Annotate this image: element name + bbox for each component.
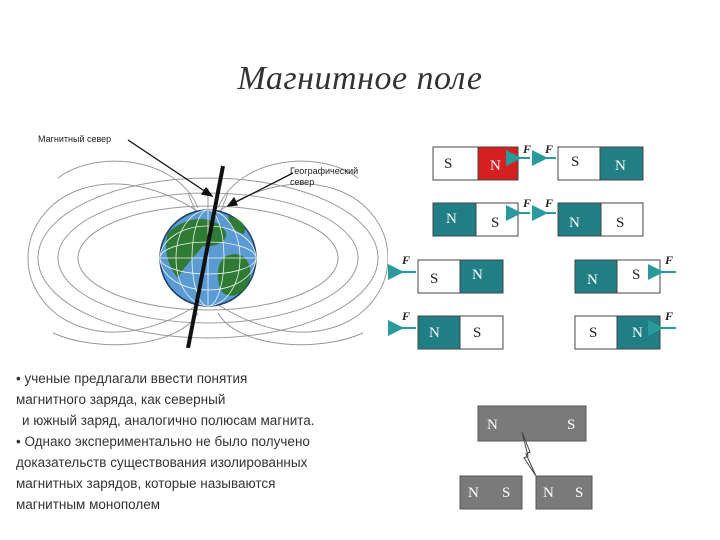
label-geographic-north-line1: Географический xyxy=(290,166,358,176)
globe xyxy=(159,209,257,307)
bullet-text: • ученые предлагали ввести понятия магни… xyxy=(16,368,386,515)
bullet-line: магнитным монополем xyxy=(16,497,161,512)
magnetic-axis xyxy=(186,165,225,348)
pole-label: N xyxy=(587,272,598,288)
pole-label: N xyxy=(472,267,483,283)
force-label: F xyxy=(401,309,410,323)
magnet-pole-s xyxy=(574,315,618,350)
bullet-line: доказательств существования изолированны… xyxy=(16,455,308,470)
pole-label: S xyxy=(571,154,579,170)
magnet-pole-s xyxy=(432,146,479,181)
earth-field-diagram: Магнитный север Географический север xyxy=(27,134,388,348)
magnet-pole-n xyxy=(417,315,461,350)
magnet-pole-s xyxy=(417,259,461,294)
broken-magnet-halves: N S N S xyxy=(459,475,593,510)
pole-label: S xyxy=(567,417,575,433)
pole-label: S xyxy=(589,325,597,341)
force-label: F xyxy=(401,253,410,267)
pole-label: S xyxy=(491,215,499,231)
pole-label: S xyxy=(632,267,640,283)
magnet-bar xyxy=(459,475,523,510)
magnet-pair-4: N S S N F F xyxy=(388,309,676,350)
pole-label: S xyxy=(444,156,452,172)
magnet-bar xyxy=(535,475,593,510)
magnet-pole-n xyxy=(574,259,618,294)
pole-label: S xyxy=(616,215,624,231)
label-magnetic-north: Магнитный север xyxy=(38,134,111,144)
pole-label: S xyxy=(430,271,438,287)
magnet-pair-3: S N N S F F xyxy=(388,253,676,294)
magnet-pole-s xyxy=(557,146,601,181)
force-label: F xyxy=(544,142,553,156)
bullet-line: и южный заряд, аналогично полюсам магнит… xyxy=(22,413,315,428)
pole-label: S xyxy=(502,485,510,501)
pole-label: N xyxy=(490,158,501,174)
pole-label: N xyxy=(569,215,580,231)
force-label: F xyxy=(664,253,673,267)
pole-label: N xyxy=(487,417,498,433)
force-label: F xyxy=(664,309,673,323)
magnet-pole-s xyxy=(600,202,644,237)
pole-label: N xyxy=(615,158,626,174)
magnet-pair-2: N S N S F F xyxy=(432,196,644,237)
force-label: F xyxy=(544,196,553,210)
bullet-line: • Однако экспериментально не было получе… xyxy=(16,434,310,449)
label-geographic-north-line2: север xyxy=(290,177,314,187)
magnet-pole-n xyxy=(459,259,504,294)
pole-label: S xyxy=(575,485,583,501)
magnet-pair-1: S N S N F F xyxy=(432,142,644,181)
magnet-pole-s xyxy=(459,315,504,350)
pole-label: N xyxy=(632,325,643,341)
pole-label: N xyxy=(429,325,440,341)
pointer-lines xyxy=(127,139,294,207)
whole-magnet: N S xyxy=(477,405,587,442)
page-title: Магнитное поле xyxy=(237,60,483,97)
pole-label: S xyxy=(473,325,481,341)
force-label: F xyxy=(522,142,531,156)
bullet-line: магнитного заряда, как северный xyxy=(16,392,226,407)
pole-label: N xyxy=(468,485,479,501)
bullet-line: магнитных зарядов, которые называются xyxy=(16,476,276,491)
pole-label: N xyxy=(446,211,457,227)
force-label: F xyxy=(522,196,531,210)
bullet-line: • ученые предлагали ввести понятия xyxy=(16,371,248,386)
pole-label: N xyxy=(543,485,554,501)
magnet-bar xyxy=(477,405,587,442)
magnet-pole-n xyxy=(599,146,644,181)
